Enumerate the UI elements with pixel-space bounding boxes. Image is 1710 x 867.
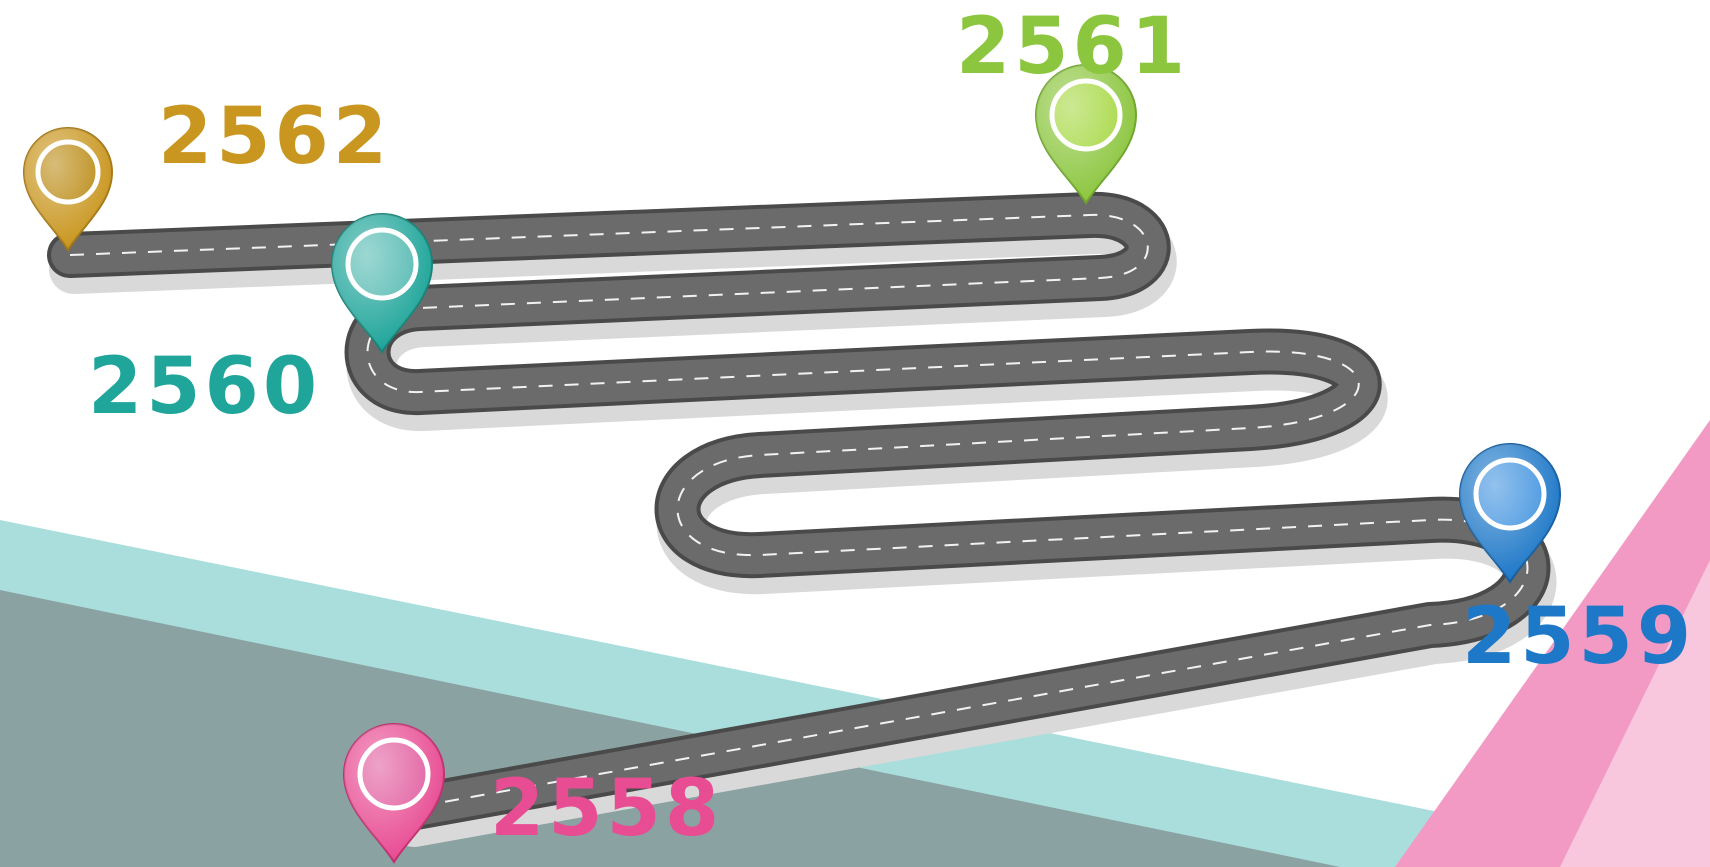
year-label-2558: 2558 [490, 770, 723, 848]
year-label-2559: 2559 [1462, 598, 1695, 676]
year-label-2562: 2562 [158, 98, 391, 176]
year-label-2560: 2560 [88, 348, 321, 426]
year-label-2561: 2561 [956, 8, 1189, 86]
